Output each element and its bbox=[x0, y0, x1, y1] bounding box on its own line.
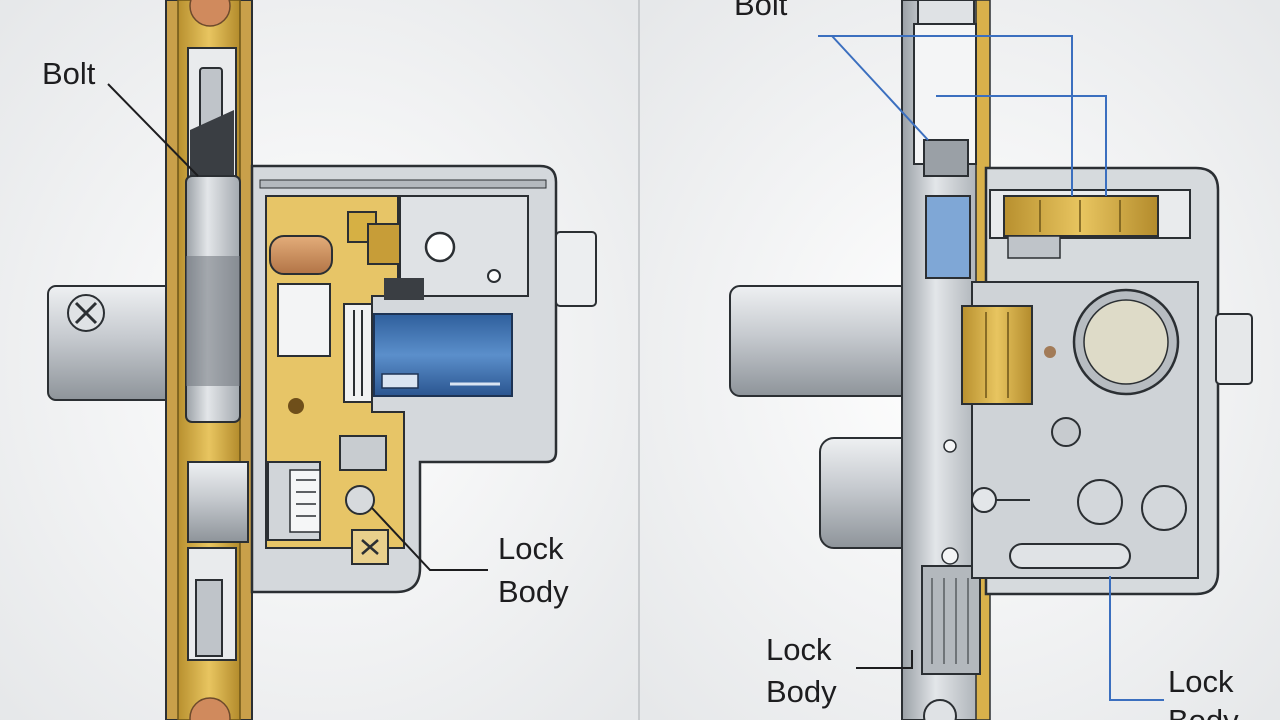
left-body-label: Body bbox=[498, 574, 569, 609]
right-lock-label-line2: Body bbox=[1168, 700, 1239, 720]
left-bolt-label: Bolt bbox=[42, 56, 96, 91]
left-faceplate-screw-bottom bbox=[189, 697, 231, 720]
right-bolt-label: Bolt bbox=[734, 0, 788, 22]
right-spindle bbox=[729, 285, 911, 397]
left-x-marker bbox=[351, 529, 389, 565]
left-bolt-leader bbox=[107, 83, 199, 177]
right-lock-body-label-line1: Lock bbox=[766, 632, 832, 667]
left-lock-body-leader bbox=[371, 507, 488, 571]
right-lock-illustration bbox=[729, 0, 1253, 720]
right-lock-body-leader bbox=[856, 650, 913, 669]
right-lock-label-line1: Lock bbox=[1168, 664, 1234, 699]
left-lock-label: Lock bbox=[498, 531, 564, 566]
right-bolt-leaders bbox=[818, 35, 1107, 196]
right-brass-bolt bbox=[1003, 195, 1159, 237]
left-faceplate-screw-top bbox=[189, 0, 231, 27]
left-lock-illustration bbox=[47, 0, 597, 720]
right-slot bbox=[1009, 543, 1131, 569]
right-brass-cylinder bbox=[961, 305, 1033, 405]
right-lock-leader bbox=[1109, 576, 1164, 701]
right-lock-body-label-line2: Body bbox=[766, 674, 837, 709]
